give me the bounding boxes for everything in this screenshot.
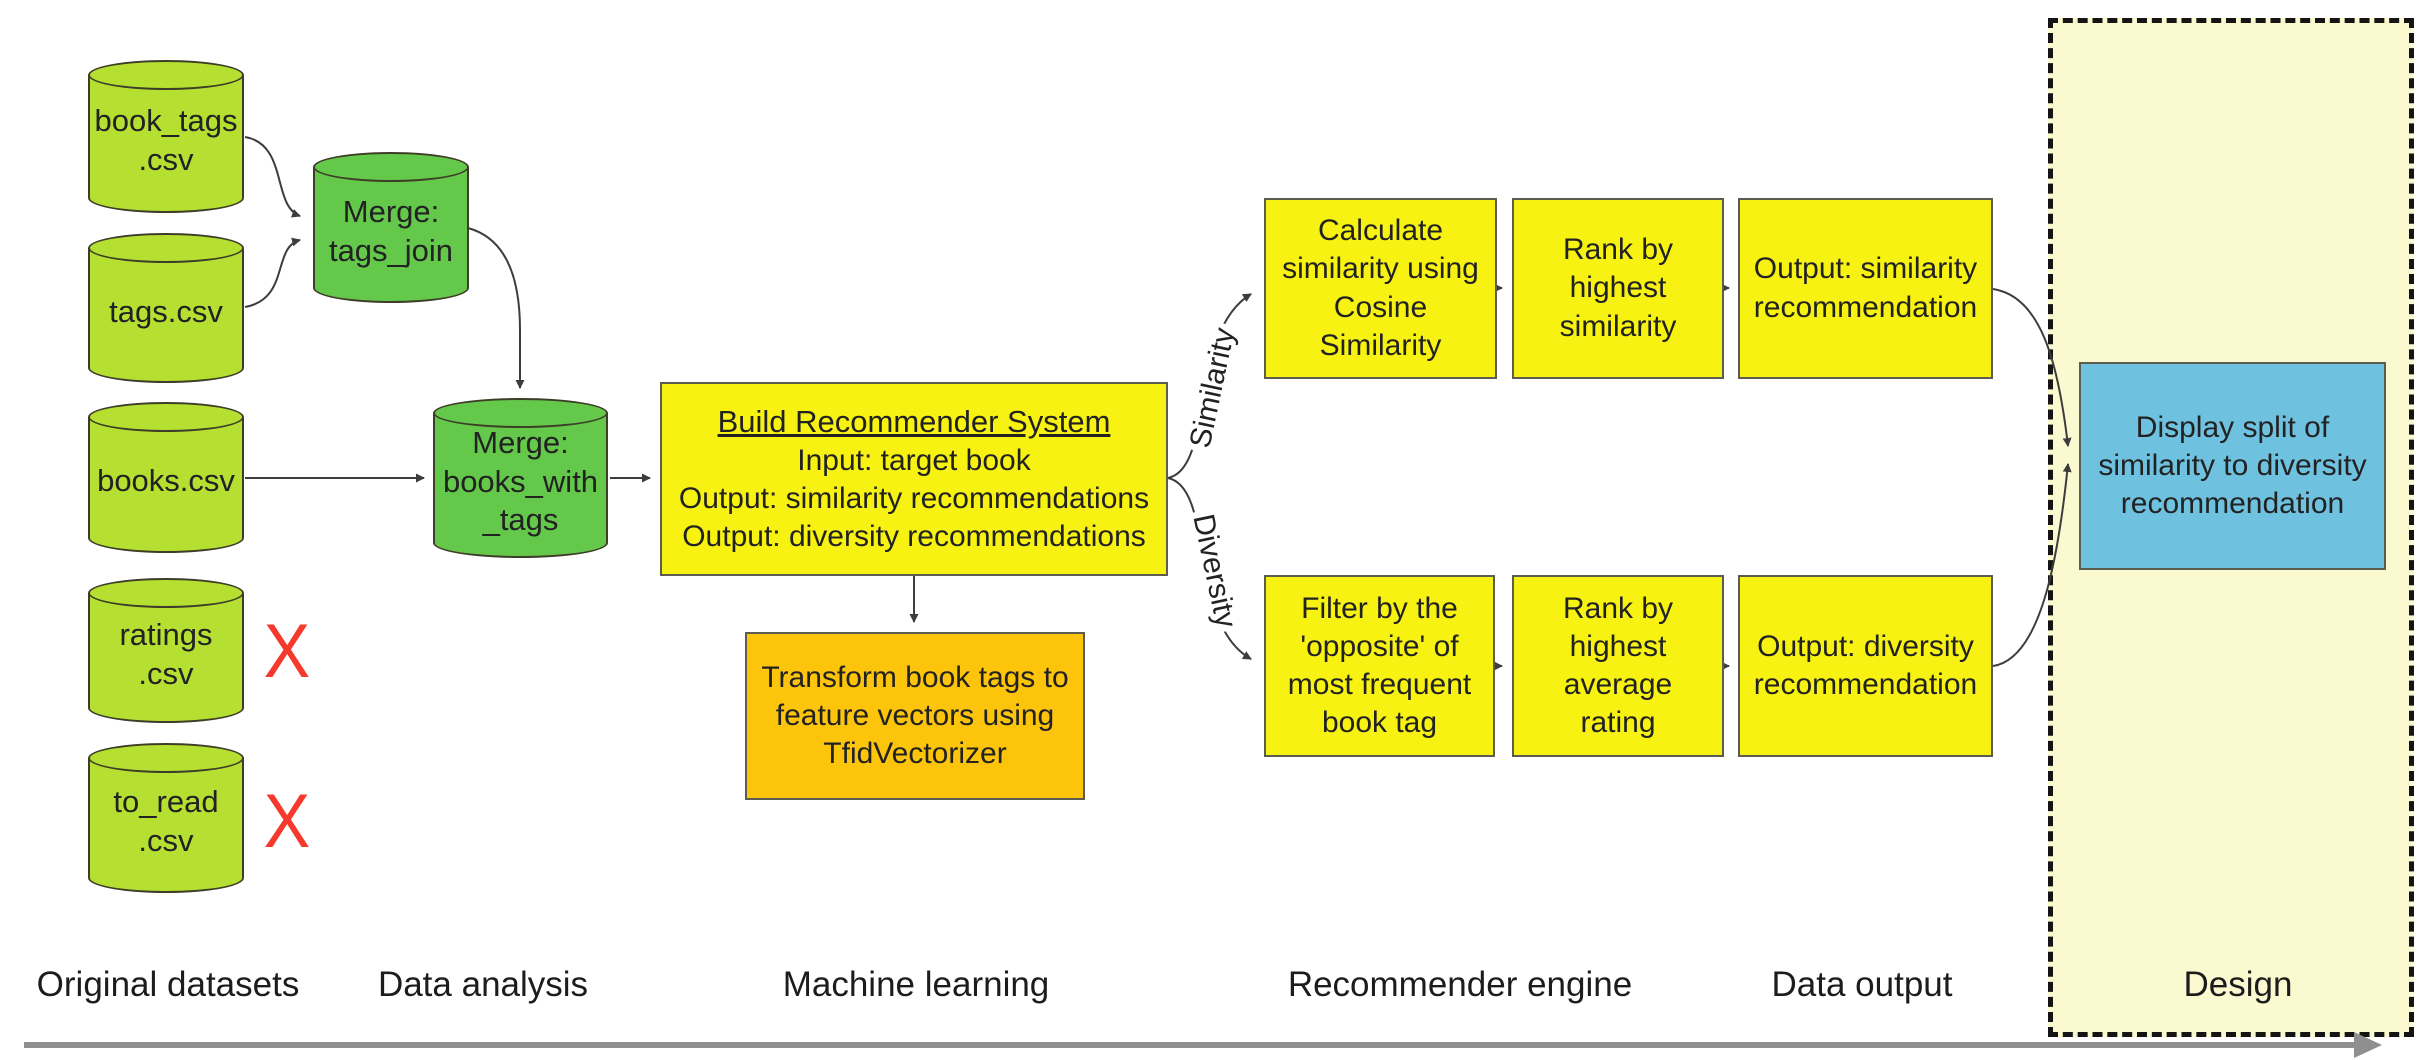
output-similarity-label: Output: similarity recommendation [1753,252,1978,324]
output-diversity-label: Output: diversity recommendation [1753,629,1978,701]
x-mark-ratings: X [263,609,311,694]
stage-label-data-analysis: Data analysis [377,965,589,1004]
cylinder-top-ellipse [313,152,469,182]
stage-label-recommender-engine: Recommender engine [1287,965,1633,1004]
timeline-bar [24,1042,2354,1048]
process-box-rank-by-similarity: Rank by highest similarity [1512,198,1724,379]
process-box-filter-opposite: Filter by the 'opposite' of most frequen… [1264,575,1495,757]
dataset-cylinder-books: books.csv [88,402,244,553]
timeline-arrowhead-icon [2354,1032,2382,1058]
stage-label-original-datasets: Original datasets [36,965,300,1004]
cylinder-top-ellipse [88,402,244,432]
transform-tags-label: Transform book tags to feature vectors u… [761,660,1069,771]
build-recommender-body: Input: target book Output: similarity re… [678,443,1150,553]
x-mark-to-read: X [263,779,311,864]
process-box-calculate-similarity: Calculate similarity using Cosine Simila… [1264,198,1497,379]
cylinder-body [88,248,244,368]
process-box-output-diversity: Output: diversity recommendation [1738,575,1993,757]
dataset-cylinder-book-tags: book_tags .csv [88,60,244,213]
cylinder-body [88,417,244,538]
dataset-label: book_tags .csv [94,102,238,177]
edge-outputdiv-to-display [1992,463,2072,667]
cylinder-top-ellipse [433,398,608,428]
stage-label-machine-learning: Machine learning [782,965,1050,1004]
display-split-label: Display split of similarity to diversity… [2098,410,2367,521]
process-box-rank-by-rating: Rank by highest average rating [1512,575,1724,757]
cylinder-body [88,75,244,198]
rank-by-similarity-label: Rank by highest similarity [1559,233,1677,343]
stage-label-data-output: Data output [1771,965,1953,1004]
dataset-cylinder-ratings: ratings .csv [88,578,244,723]
rank-by-rating-label: Rank by highest average rating [1562,591,1674,740]
calculate-similarity-label: Calculate similarity using Cosine Simila… [1282,214,1479,362]
stage-label-design: Design [2183,965,2293,1004]
edge-outputsim-to-display [1992,288,2072,447]
dataset-label: tags.csv [109,293,223,329]
cylinder-top-ellipse [88,60,244,90]
cylinder-top-ellipse [88,743,244,773]
cylinder-top-ellipse [88,233,244,263]
dataset-label: books.csv [97,463,235,499]
cylinder-body [433,413,608,543]
dataset-label: to_read .csv [113,784,219,858]
filter-opposite-label: Filter by the 'opposite' of most frequen… [1287,591,1472,740]
display-box-split-recommendation: Display split of similarity to diversity… [2079,362,2386,570]
dataset-cylinder-to-read: to_read .csv [88,743,244,893]
edge-booktags-to-tagsjoin [244,136,301,218]
merge-cylinder-books-with-tags: Merge: books_with _tags [433,398,608,558]
cylinder-body [313,167,469,288]
cylinder-body [88,758,244,878]
dataset-label: ratings .csv [119,616,213,691]
process-box-output-similarity: Output: similarity recommendation [1738,198,1993,379]
edge-tags-to-tagsjoin [244,237,301,308]
cylinder-body [88,593,244,708]
merge-label: Merge: books_with _tags [442,424,599,538]
build-recommender-title: Build Recommender System [717,404,1111,440]
process-box-build-recommender: Build Recommender System Input: target b… [660,382,1168,576]
process-box-transform-tags: Transform book tags to feature vectors u… [745,632,1085,800]
merge-cylinder-tags-join: Merge: tags_join [313,152,469,303]
cylinder-top-ellipse [88,578,244,608]
edge-tagsjoin-to-bookswithtags [467,227,525,389]
merge-label: Merge: tags_join [328,193,454,268]
dataset-cylinder-tags: tags.csv [88,233,244,383]
